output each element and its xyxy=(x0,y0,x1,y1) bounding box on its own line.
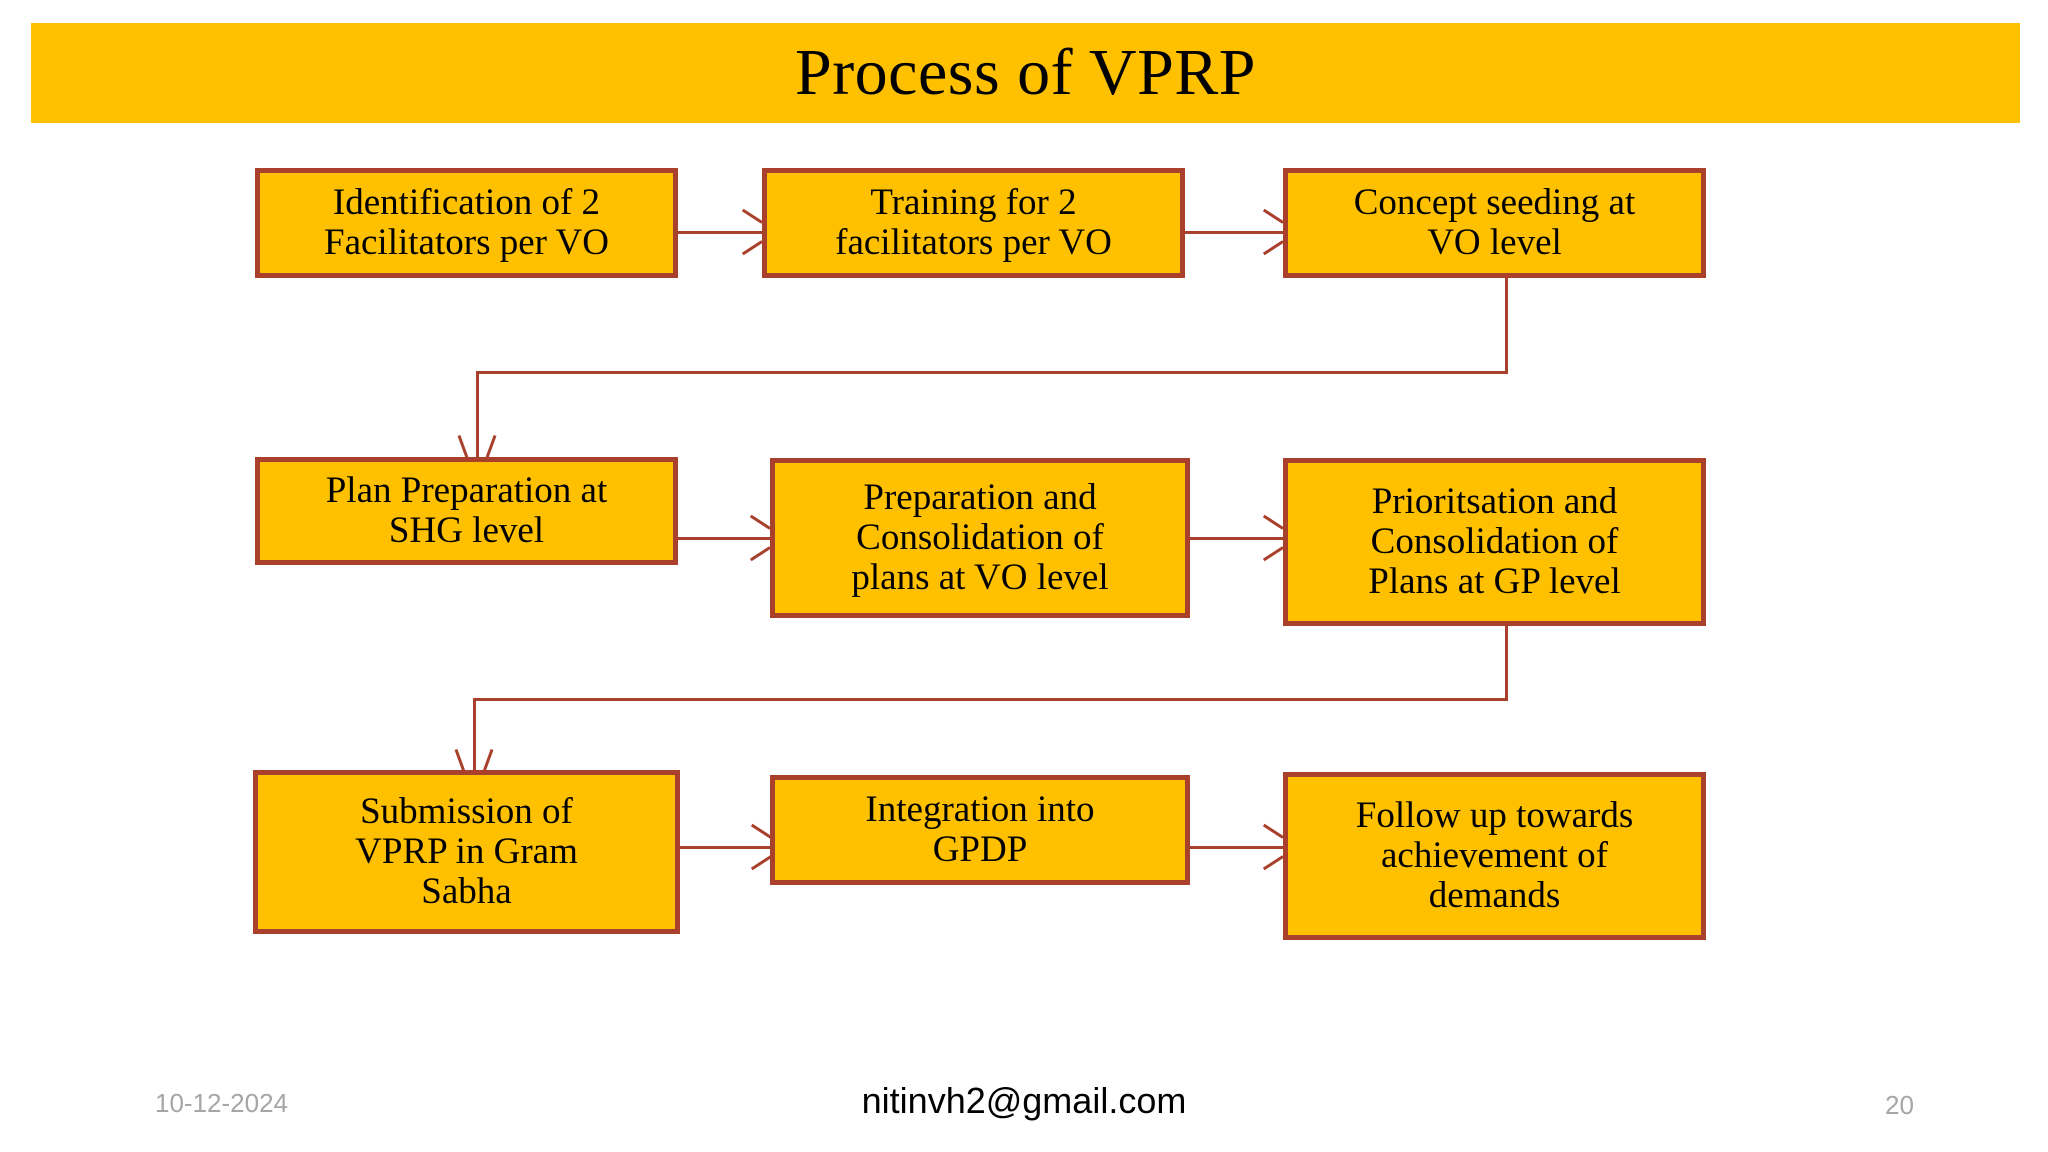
connector-segment-concept-seeding-down xyxy=(1505,278,1508,374)
connector-line-integration-to-follow-up xyxy=(1190,846,1283,849)
footer-page-number: 20 xyxy=(1885,1090,1914,1120)
arrow-down-icon-concept-seeding-to-plan-prep xyxy=(464,434,490,456)
arrow-right-icon-identification-to-training xyxy=(739,219,761,245)
flow-box-prioritsation-consolidation-gp[interactable]: Prioritsation and Consolidation of Plans… xyxy=(1283,458,1706,626)
flow-box-identification-facilitators[interactable]: Identification of 2 Facilitators per VO xyxy=(255,168,678,278)
arrow-right-icon-preparation-vo-to-prioritsation-gp xyxy=(1260,525,1282,551)
flow-box-follow-up-demands[interactable]: Follow up towards achievement of demands xyxy=(1283,772,1706,940)
footer-email: nitinvh2@gmail.com xyxy=(861,1080,1187,1121)
page-title: Process of VPRP xyxy=(794,36,1257,109)
flow-box-label: Plan Preparation at SHG level xyxy=(325,470,608,551)
arrow-right-icon-training-to-concept-seeding xyxy=(1260,219,1282,245)
flow-box-plan-preparation-shg[interactable]: Plan Preparation at SHG level xyxy=(255,457,678,565)
connector-segment-prioritsation-down xyxy=(1505,626,1508,701)
flow-box-training-facilitators[interactable]: Training for 2 facilitators per VO xyxy=(762,168,1185,278)
title-banner: Process of VPRP xyxy=(31,23,2020,123)
flow-box-label: Integration into GPDP xyxy=(865,789,1095,870)
connector-segment-prioritsation-to-submission xyxy=(473,698,476,770)
connector-segment-prioritsation-left xyxy=(473,698,1508,701)
flow-box-concept-seeding-vo[interactable]: Concept seeding at VO level xyxy=(1283,168,1706,278)
flow-box-label: Submission of VPRP in Gram Sabha xyxy=(355,791,578,912)
connector-segment-concept-seeding-left xyxy=(476,371,1508,374)
flow-box-label: Prioritsation and Consolidation of Plans… xyxy=(1368,481,1621,602)
connector-line-training-to-concept-seeding xyxy=(1185,231,1283,234)
connector-line-plan-prep-to-preparation-vo xyxy=(678,537,770,540)
arrow-right-icon-integration-to-follow-up xyxy=(1260,834,1282,860)
arrow-right-icon-plan-prep-to-preparation-vo xyxy=(747,525,769,551)
flow-box-label: Follow up towards achievement of demands xyxy=(1355,795,1634,916)
flow-box-integration-gpdp[interactable]: Integration into GPDP xyxy=(770,775,1190,885)
footer-date: 10-12-2024 xyxy=(155,1088,288,1118)
connector-line-preparation-vo-to-prioritsation-gp xyxy=(1190,537,1283,540)
flow-box-label: Identification of 2 Facilitators per VO xyxy=(324,182,609,263)
arrow-right-icon-submission-to-integration xyxy=(748,834,770,860)
flow-box-label: Preparation and Consolidation of plans a… xyxy=(851,477,1109,598)
flow-box-label: Concept seeding at VO level xyxy=(1353,182,1636,263)
connector-line-identification-to-training xyxy=(678,231,762,234)
connector-segment-concept-seeding-to-plan-prep xyxy=(476,371,479,457)
flow-box-label: Training for 2 facilitators per VO xyxy=(835,182,1112,263)
flow-box-preparation-consolidation-vo[interactable]: Preparation and Consolidation of plans a… xyxy=(770,458,1190,618)
arrow-down-icon-prioritsation-to-submission xyxy=(461,748,487,770)
connector-line-submission-to-integration xyxy=(680,846,770,849)
flow-box-submission-vprp-gram-sabha[interactable]: Submission of VPRP in Gram Sabha xyxy=(253,770,680,934)
